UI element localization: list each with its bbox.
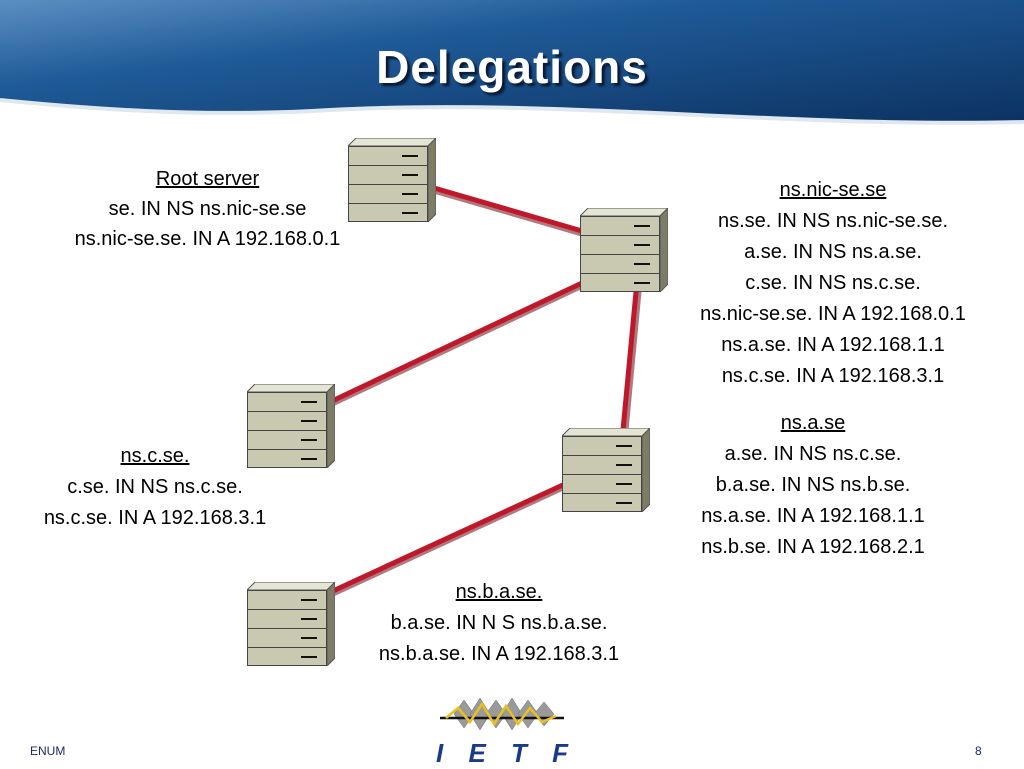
- record-line: b.a.se. IN N S ns.b.a.se.: [390, 612, 608, 634]
- ietf-logo-letters: I E T F: [436, 738, 568, 769]
- record-line: ns.nic-se.se. IN A 192.168.0.1: [700, 303, 966, 325]
- record-line: ns.nic-se.se. IN A 192.168.0.1: [74, 228, 341, 250]
- logo-letter: E: [468, 738, 486, 768]
- record-line: ns.se. IN NS ns.nic-se.se.: [717, 210, 949, 232]
- record-line: c.se. IN NS ns.c.se.: [745, 272, 921, 294]
- record-line: ns.c.se. IN A 192.168.3.1: [721, 365, 945, 387]
- record-line: b.a.se. IN NS ns.b.se.: [715, 474, 911, 496]
- a-server-records: ns.a.se a.se. IN NS ns.c.se. b.a.se. IN …: [660, 408, 966, 563]
- ietf-logo: [440, 697, 564, 731]
- logo-letter: I: [436, 738, 444, 768]
- a-server-icon: [562, 428, 650, 512]
- record-line: ns.b.a.se. IN A 192.168.3.1: [378, 643, 620, 665]
- page-number: 8: [975, 744, 982, 758]
- title-banner: [0, 0, 1024, 150]
- nic-server-icon: [580, 208, 668, 292]
- page-title: Delegations: [376, 41, 648, 93]
- a-server-heading: ns.a.se: [780, 412, 846, 434]
- b-server-icon: [247, 582, 335, 666]
- footer-label: ENUM: [30, 744, 66, 758]
- nic-server-records: ns.nic-se.se ns.se. IN NS ns.nic-se.se. …: [652, 175, 1014, 392]
- record-line: ns.c.se. IN A 192.168.3.1: [43, 507, 267, 529]
- root-server-heading: Root server: [155, 168, 260, 190]
- b-server-heading: ns.b.a.se.: [455, 581, 543, 603]
- record-line: a.se. IN NS ns.c.se.: [724, 443, 902, 465]
- record-line: a.se. IN NS ns.a.se.: [744, 241, 922, 263]
- c-server-records: ns.c.se. c.se. IN NS ns.c.se. ns.c.se. I…: [6, 441, 304, 534]
- record-line: ns.b.se. IN A 192.168.2.1: [701, 536, 925, 558]
- logo-letter: T: [510, 738, 527, 768]
- record-line: ns.a.se. IN A 192.168.1.1: [701, 505, 925, 527]
- b-server-records: ns.b.a.se. b.a.se. IN N S ns.b.a.se. ns.…: [340, 577, 658, 670]
- record-line: ns.a.se. IN A 192.168.1.1: [721, 334, 945, 356]
- record-line: se. IN NS ns.nic-se.se: [108, 198, 307, 220]
- c-server-heading: ns.c.se.: [120, 445, 190, 467]
- c-server-icon: [247, 384, 335, 468]
- root-server-icon: [348, 138, 436, 222]
- root-server-records: Root server se. IN NS ns.nic-se.se ns.ni…: [30, 164, 385, 254]
- logo-letter: F: [552, 738, 568, 768]
- record-line: c.se. IN NS ns.c.se.: [67, 476, 243, 498]
- nic-server-heading: ns.nic-se.se: [779, 179, 887, 201]
